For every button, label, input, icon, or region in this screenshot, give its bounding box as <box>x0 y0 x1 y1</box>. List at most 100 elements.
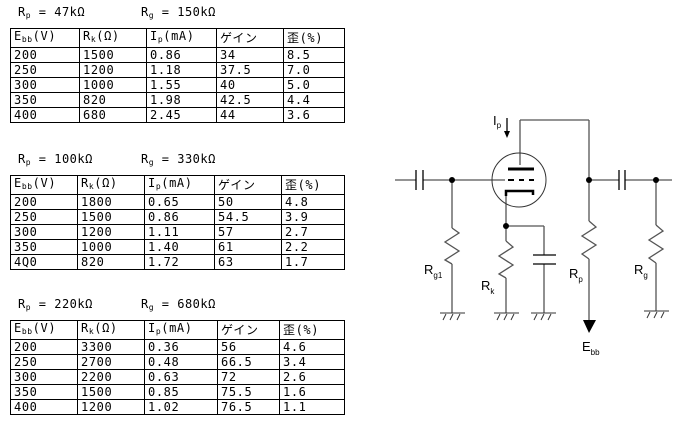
cell-ip: 0.85 <box>144 384 218 400</box>
header-text: E <box>14 321 22 336</box>
header-text: I <box>150 29 158 44</box>
header-text: (Ω) <box>94 321 118 336</box>
rp-symbol: R <box>18 297 26 311</box>
ebb-label: Ebb <box>582 339 600 357</box>
cell-gain: 54.5 <box>214 209 282 225</box>
header-subscript: bb <box>21 182 33 191</box>
col-distortion: 歪(%) <box>279 320 345 340</box>
cell-ip: 1.11 <box>144 224 215 240</box>
rg-value: = 150kΩ <box>154 5 216 19</box>
cell-gain: 61 <box>214 239 282 255</box>
rg-subscript: g <box>148 158 155 167</box>
cell-ebb: 400 <box>10 107 80 123</box>
table3-rp-heading: Rp = 220kΩ <box>18 297 93 312</box>
table2-rg-heading: Rg = 330kΩ <box>141 152 216 167</box>
cell-distortion: 3.6 <box>283 107 345 123</box>
cell-ebb: 4Q0 <box>10 254 78 270</box>
col-ebb: Ebb(V) <box>10 320 78 340</box>
header-text: (mA) <box>161 176 193 191</box>
cell-gain: 50 <box>214 194 282 210</box>
header-text: I <box>148 176 156 191</box>
table2-rp-heading: Rp = 100kΩ <box>18 152 93 167</box>
cell-distortion: 1.1 <box>279 399 345 415</box>
rp-resistor <box>580 220 598 260</box>
junction-dot <box>503 223 509 229</box>
cell-ebb: 250 <box>10 354 78 370</box>
header-subscript: bb <box>21 327 33 336</box>
cell-gain: 42.5 <box>216 92 284 108</box>
cell-rk: 2200 <box>77 369 145 385</box>
rg-value: = 680kΩ <box>154 297 216 311</box>
rg-symbol: R <box>141 297 149 311</box>
rg-resistor <box>647 224 665 264</box>
header-text: E <box>14 29 22 44</box>
cell-ebb: 350 <box>10 239 78 255</box>
header-text: (Ω) <box>94 176 118 191</box>
ground-symbol-rg1 <box>440 312 465 321</box>
cell-rk: 1200 <box>77 224 145 240</box>
rp-value: = 47kΩ <box>31 5 86 19</box>
cell-distortion: 8.5 <box>283 47 345 63</box>
rp-symbol: R <box>18 5 26 19</box>
junction-dot <box>449 177 455 183</box>
rp-label: Rp <box>569 266 583 284</box>
ground-symbol-rk <box>494 312 519 321</box>
rg-symbol: R <box>141 5 149 19</box>
header-text: R <box>81 176 89 191</box>
rk-label: Rk <box>481 278 495 296</box>
ebb-supply-arrow <box>583 320 596 333</box>
cell-ebb: 250 <box>10 62 80 78</box>
header-subscript: k <box>88 327 95 336</box>
col-gain: ゲイン <box>217 320 280 340</box>
header-text: (V) <box>32 176 57 191</box>
header-text: E <box>14 176 22 191</box>
table1-rp-heading: Rp = 47kΩ <box>18 5 85 20</box>
header-subscript: k <box>90 35 97 44</box>
cell-rk: 1200 <box>77 399 145 415</box>
rg1-resistor <box>443 227 461 265</box>
cell-rk: 1500 <box>77 384 145 400</box>
rg-label: Rg <box>634 262 648 280</box>
cell-distortion: 1.7 <box>281 254 345 270</box>
cell-gain: 63 <box>214 254 282 270</box>
junction-dot <box>653 177 659 183</box>
header-subscript: p <box>157 35 164 44</box>
tube-cathode <box>504 189 535 196</box>
header-text: I <box>148 321 156 336</box>
cell-ip: 1.40 <box>144 239 215 255</box>
table1-rg-heading: Rg = 150kΩ <box>141 5 216 20</box>
cell-distortion: 5.0 <box>283 77 345 93</box>
table-header-row: Ebb(V) Rk(Ω) Ip(mA) ゲイン 歪(%) <box>10 320 345 340</box>
ip-label: Ip <box>493 113 502 130</box>
header-text: R <box>83 29 91 44</box>
rp-value: = 220kΩ <box>31 297 93 311</box>
rp-subscript: p <box>25 303 32 312</box>
table-header-row: Ebb(V) Rk(Ω) Ip(mA) ゲイン 歪(%) <box>10 28 345 48</box>
cell-gain: 76.5 <box>217 399 280 415</box>
ground-symbol-bypass <box>531 312 556 321</box>
rg-value: = 330kΩ <box>154 152 216 166</box>
rp-subscript: p <box>25 11 32 20</box>
col-rk: Rk(Ω) <box>77 175 145 195</box>
rp-value: = 100kΩ <box>31 152 93 166</box>
header-text: (mA) <box>163 29 195 44</box>
col-ip: Ip(mA) <box>144 175 215 195</box>
cell-ip: 1.72 <box>144 254 215 270</box>
rg-symbol: R <box>141 152 149 166</box>
cell-ebb: 200 <box>10 194 78 210</box>
table3-rg-heading: Rg = 680kΩ <box>141 297 216 312</box>
rp-subscript: p <box>25 158 32 167</box>
cell-ip: 1.02 <box>144 399 218 415</box>
